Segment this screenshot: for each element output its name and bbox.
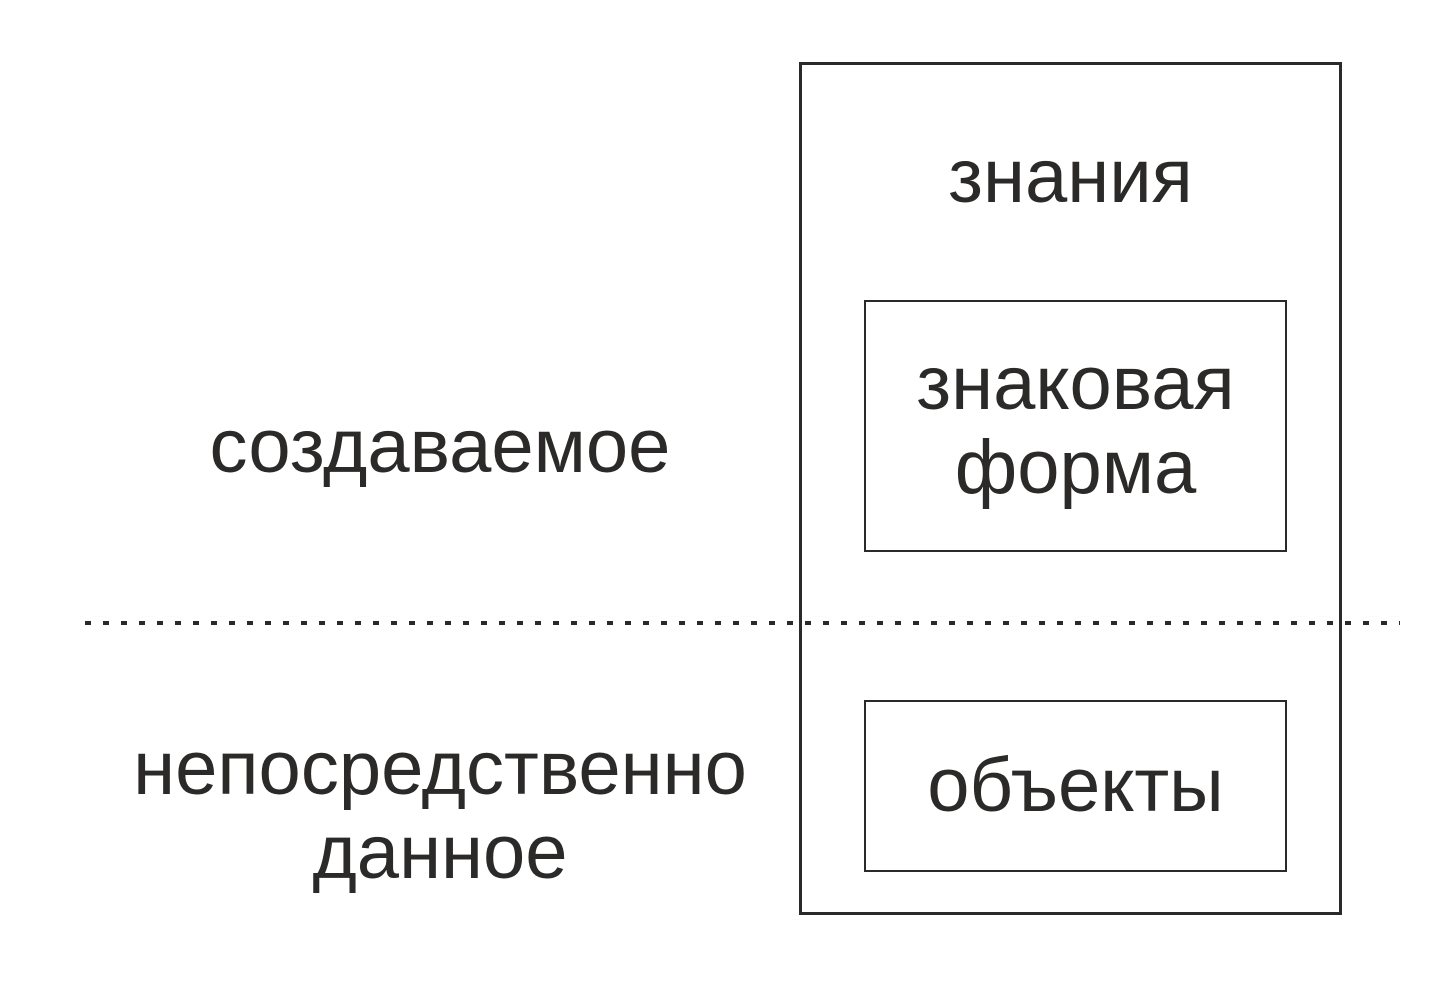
objects-label: объекты xyxy=(927,743,1224,828)
sign-form-label-line2: форма xyxy=(954,425,1197,510)
immediately-given-label: непосредственно данное xyxy=(70,727,810,895)
knowledge-box xyxy=(799,62,1342,915)
immediately-given-label-line2: данное xyxy=(312,810,568,895)
sign-form-label-line1: знаковая xyxy=(916,341,1235,426)
dashed-divider-line xyxy=(85,621,1400,625)
knowledge-label: знания xyxy=(948,134,1193,219)
created-label: создаваемое xyxy=(209,404,671,489)
objects-box: объекты xyxy=(864,700,1287,872)
sign-form-box: знаковая форма xyxy=(864,300,1287,552)
immediately-given-label-line1: непосредственно xyxy=(133,726,747,811)
